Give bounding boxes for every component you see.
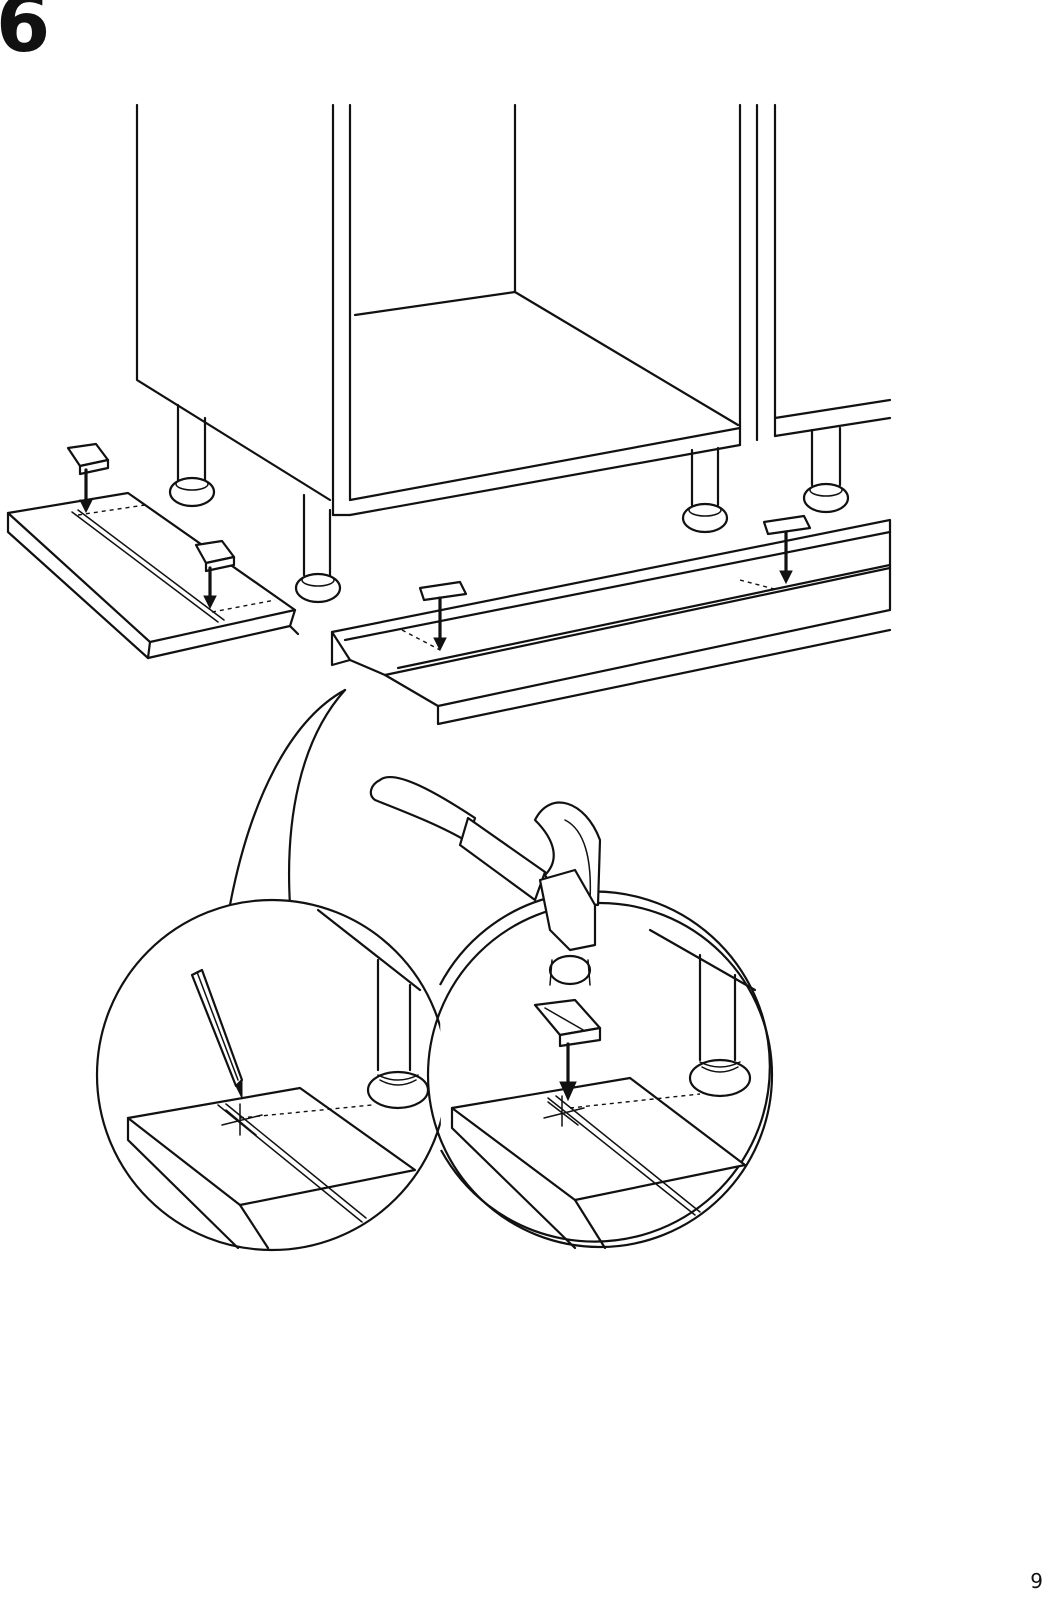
cabinet-leg-back-left	[170, 405, 214, 506]
cabinet-frame	[137, 105, 890, 515]
cabinet-leg-front-right	[683, 448, 727, 532]
page-number: 9	[1030, 1569, 1043, 1593]
cabinet-leg-right	[804, 428, 848, 512]
plinth-board-left	[8, 493, 298, 658]
plinth-board-front	[332, 520, 890, 724]
